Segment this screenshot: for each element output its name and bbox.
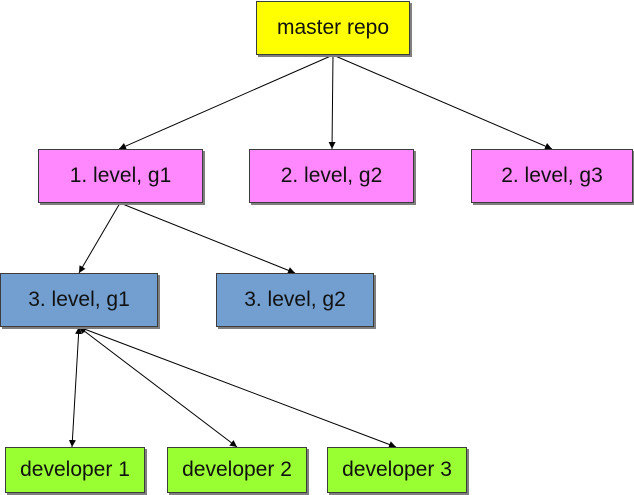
node-developer-3: developer 3 [327,447,467,493]
edge-level1-g1-to-level3-g1 [78,202,121,274]
node-level2-g2: 2. level, g2 [249,149,414,203]
edge-master-to-level2-g3 [332,54,553,150]
edge-master-to-level2-g2 [328,54,336,150]
node-level1-g1: 1. level, g1 [38,149,203,203]
node-developer-2: developer 2 [167,447,307,493]
node-master-repo: master repo [256,1,410,55]
edge-level3-g1-to-developer-2 [78,326,238,448]
edge-level3-g1-to-developer-3 [78,326,397,448]
node-level3-g2: 3. level, g2 [216,273,374,327]
node-developer-1: developer 1 [5,447,145,493]
edge-level3-g1-to-developer-1 [68,326,83,448]
edge-master-to-level1-g1 [118,54,334,150]
node-level2-g3: 2. level, g3 [471,149,633,203]
node-level3-g1: 3. level, g1 [0,273,158,327]
edge-level1-g1-to-level3-g2 [119,202,296,274]
